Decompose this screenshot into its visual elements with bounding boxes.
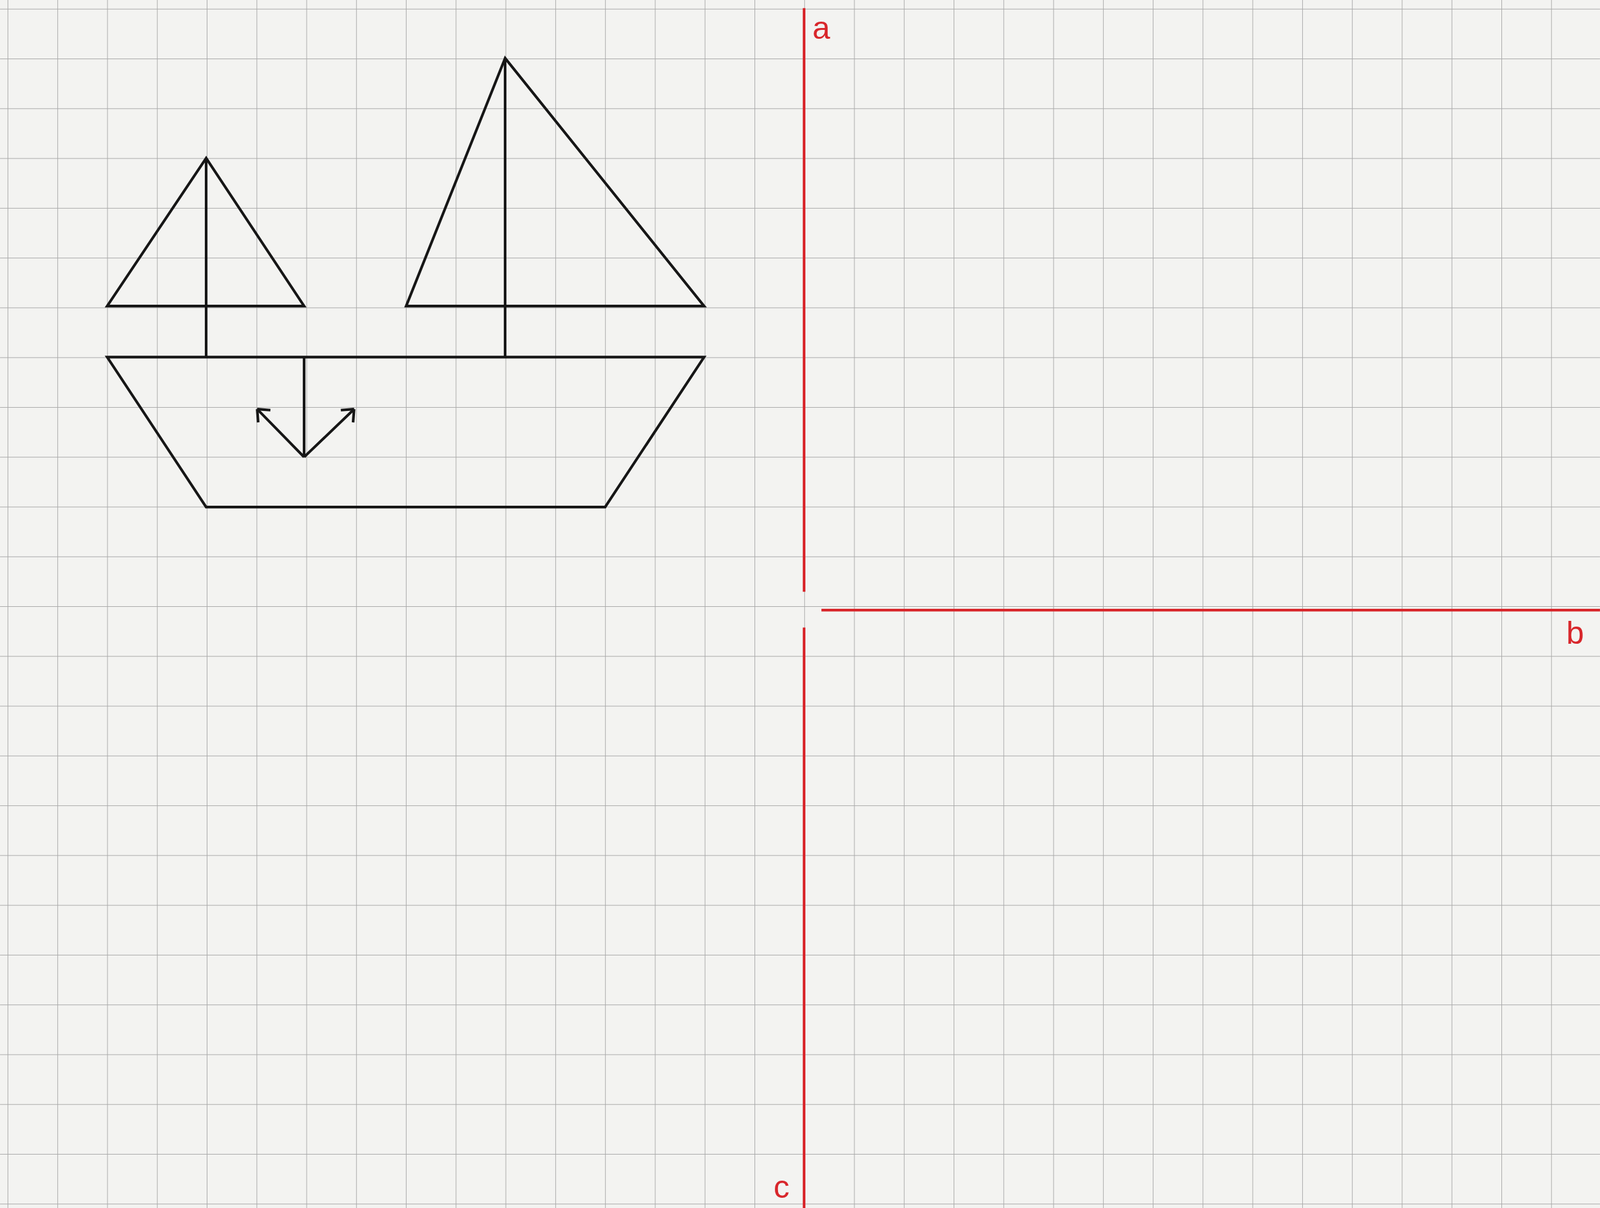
anchor-hooks (257, 409, 354, 423)
line-label: b (1566, 617, 1585, 649)
large-sail (405, 57, 704, 307)
lines (804, 8, 1600, 1208)
anchor (257, 356, 354, 457)
small-mast (204, 158, 208, 358)
line-label: c (773, 1171, 790, 1204)
line-c (802, 627, 806, 1208)
hull (106, 356, 704, 508)
boat-drawing (106, 57, 704, 508)
line-b (821, 608, 1600, 612)
large-mast (503, 57, 507, 357)
line-a (802, 8, 806, 592)
line-label: a (812, 12, 831, 44)
